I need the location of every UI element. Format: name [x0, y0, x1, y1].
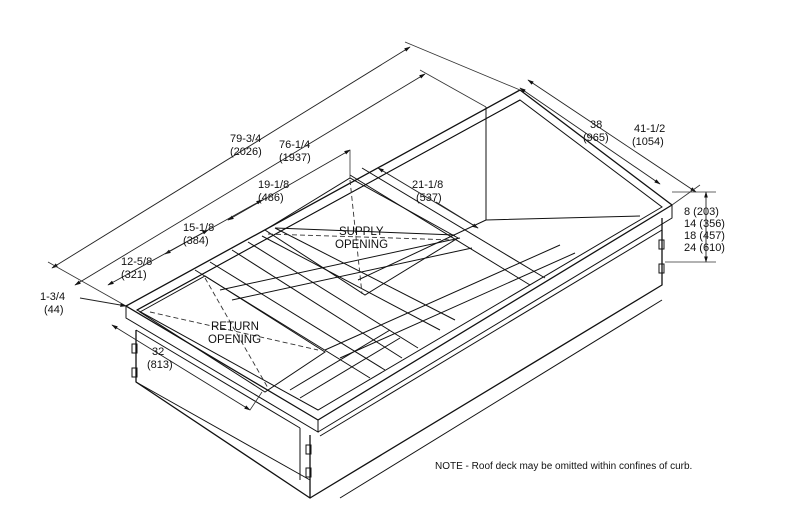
dim-19-1-8-mm: (486)	[258, 192, 284, 204]
dim-15-1-8: 15-1/8	[183, 222, 214, 234]
dim-41-1-2-mm: (1054)	[632, 136, 664, 148]
dim-height-18: 18 (457)	[684, 230, 725, 242]
dim-1-3-4-mm: (44)	[44, 304, 64, 316]
dim-21-1-8: 21-1/8	[412, 179, 443, 191]
dim-79-3-4-mm: (2026)	[230, 146, 262, 158]
dim-19-1-8: 19-1/8	[258, 179, 289, 191]
dim-height-8: 8 (203)	[684, 206, 719, 218]
dim-38-mm: (965)	[583, 132, 609, 144]
dim-41-1-2: 41-1/2	[634, 123, 665, 135]
dim-76-1-4: 76-1/4	[279, 139, 310, 151]
dim-1-3-4: 1-3/4	[40, 291, 65, 303]
dimension-lines	[47, 41, 716, 411]
dim-12-5-8-mm: (321)	[121, 269, 147, 281]
return-label-line2: OPENING	[208, 334, 261, 346]
dim-38: 38	[590, 119, 602, 131]
dim-height-24: 24 (610)	[684, 242, 725, 254]
dim-15-1-8-mm: (384)	[183, 235, 209, 247]
dim-12-5-8: 12-5/8	[121, 256, 152, 268]
dim-79-3-4: 79-3/4	[230, 133, 261, 145]
return-label-line1: RETURN	[211, 321, 259, 333]
supply-label-line2: OPENING	[335, 239, 388, 251]
supply-label-line1: SUPPLY	[339, 226, 384, 238]
curb-body	[125, 89, 673, 499]
dim-height-14: 14 (356)	[684, 218, 725, 230]
dimension-labels: 79-3/4 (2026) 76-1/4 (1937) 19-1/8 (486)…	[40, 119, 725, 371]
dim-21-1-8-mm: (537)	[416, 192, 442, 204]
dim-76-1-4-mm: (1937)	[279, 152, 311, 164]
drawing-note: NOTE - Roof deck may be omitted within c…	[435, 461, 692, 472]
dim-32: 32	[152, 346, 164, 358]
dim-32-mm: (813)	[147, 359, 173, 371]
opening-labels: SUPPLY OPENING RETURN OPENING	[208, 226, 388, 346]
